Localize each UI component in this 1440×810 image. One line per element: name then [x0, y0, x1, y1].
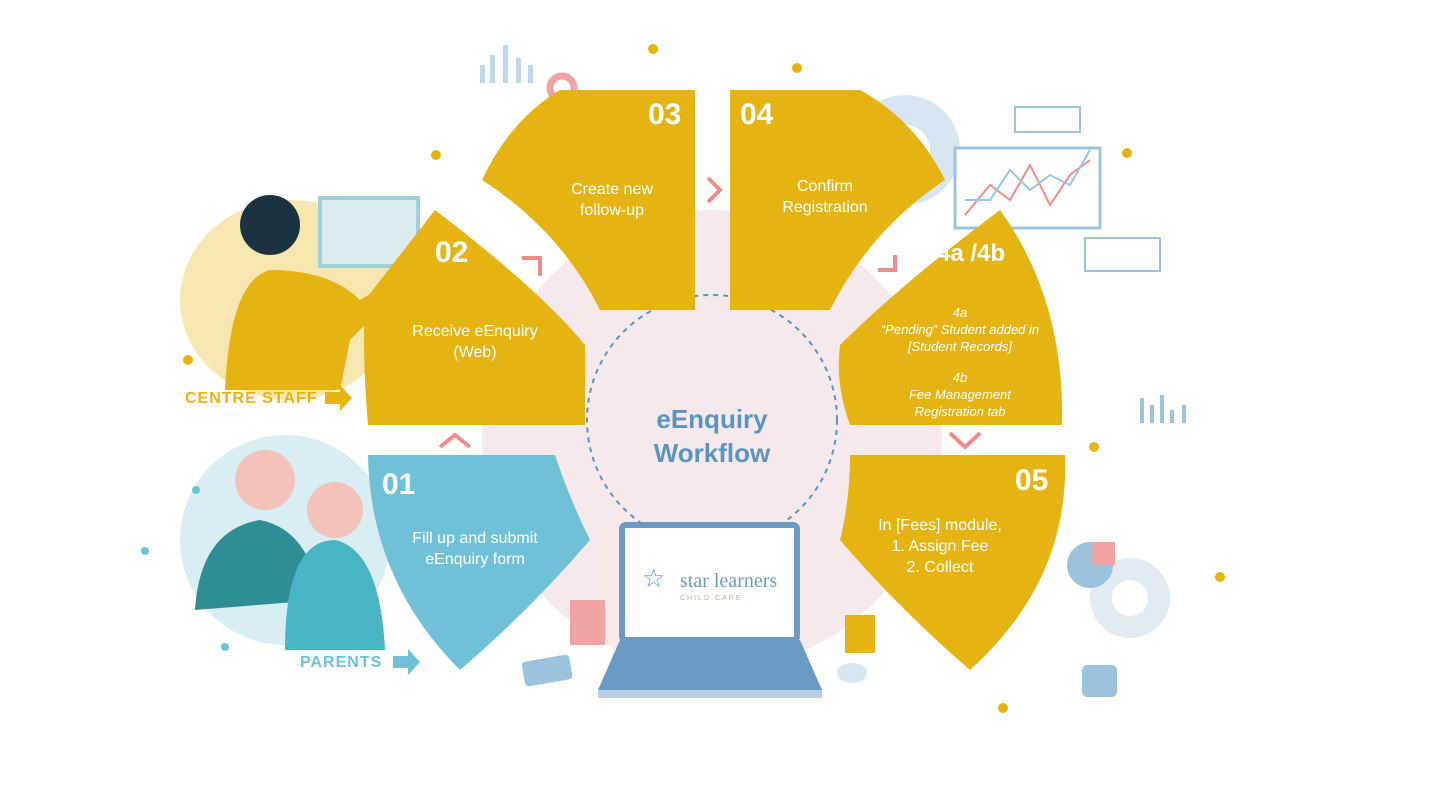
line: 4b [952, 370, 968, 385]
star-logo-icon: ☆ [642, 563, 666, 593]
line: Confirm [796, 178, 853, 195]
step-04-number: 04 [740, 98, 774, 131]
petal-4a4b [838, 210, 1063, 425]
step-05-text: In [Fees] module, 1. Assign Fee 2. Collect [855, 515, 1025, 578]
step-02-text: Receive eEnquiry (Web) [385, 321, 565, 363]
line: eEnquiry form [425, 551, 525, 568]
role-parents: PARENTS [300, 654, 383, 671]
parents-arrow-icon [393, 649, 420, 675]
step-4a4b-number: 4a /4b [937, 240, 1006, 267]
line: 4a [952, 305, 968, 320]
petal-03 [482, 90, 695, 310]
role-staff: CENTRE STAFF [185, 390, 318, 407]
line: Create new [571, 181, 653, 198]
step-03-text: Create new follow-up [532, 179, 692, 221]
mug-icon [845, 615, 875, 653]
line: 1. Assign Fee [891, 538, 989, 555]
line: “Pending” Student added in [880, 322, 1040, 337]
logo-sub: CHILD CARE [680, 595, 743, 602]
title-line: eEnquiry [656, 404, 768, 434]
title-line: Workflow [653, 438, 771, 468]
step-02-number: 02 [435, 236, 469, 269]
petals [364, 90, 1066, 670]
decor-dots [183, 44, 1225, 713]
line: Registration [782, 199, 868, 216]
staff-arrow-icon [325, 385, 352, 411]
step-01-number: 01 [382, 468, 416, 501]
center-backdrop [482, 210, 942, 670]
logo-name: star learners [680, 570, 778, 592]
browser-window-icon [1084, 237, 1161, 272]
line: 2. Collect [906, 559, 974, 576]
mouse-icon [837, 663, 867, 683]
petal-04 [730, 90, 945, 310]
center-dashed-circle [586, 294, 838, 546]
petal-01 [368, 455, 590, 670]
line: In [Fees] module, [878, 517, 1002, 534]
line: Fee Management [909, 387, 1011, 402]
phone-icon [521, 654, 573, 687]
bar-chart-icon [480, 45, 533, 83]
bar-chart-icon-2 [1140, 395, 1186, 423]
line: follow-up [579, 202, 645, 219]
step-03-number: 03 [648, 98, 682, 131]
step-01-text: Fill up and submit eEnquiry form [385, 528, 565, 570]
line: Registration tab [914, 404, 1006, 419]
pencil-cup-icon [570, 600, 605, 645]
line: [Student Records] [907, 339, 1013, 354]
petal-02 [364, 210, 585, 425]
petal-05 [840, 455, 1066, 670]
line: Fill up and submit [412, 530, 538, 547]
line: (Web) [453, 344, 497, 361]
flow-arrows [438, 176, 982, 450]
step-4a4b-text: 4a “Pending” Student added in [Student Rec… [860, 304, 1060, 420]
chat-bubble-icon [1014, 106, 1081, 133]
line: Receive eEnquiry [412, 323, 538, 340]
square-icon [1082, 665, 1117, 697]
step-05-number: 05 [1015, 464, 1049, 497]
